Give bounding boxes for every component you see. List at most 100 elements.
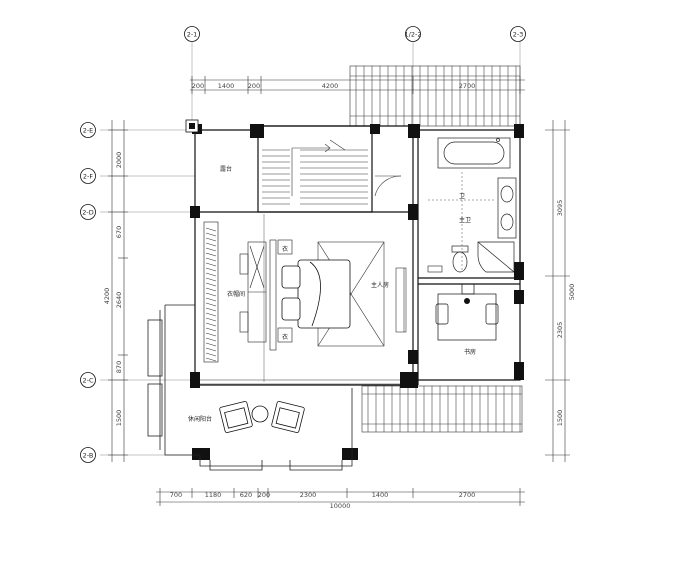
closet-hanger (205, 227, 217, 232)
dim-label: 200 (192, 82, 204, 90)
dim-label: 1500 (115, 410, 123, 427)
room-label-leisure-balcony: 休闲阳台 (188, 415, 212, 423)
bottom-dimension-labels: 700 1180 620 200 2300 1400 2700 10000 (170, 491, 475, 510)
left-axis-markers: 2-E 2-F 2-D 2-C 2-B (80, 122, 96, 463)
cabinet-label: 衣 (282, 245, 288, 253)
axis-bubble: 2-F (80, 168, 96, 184)
closet-hanger (205, 292, 217, 297)
bath-crosshair (428, 172, 496, 270)
axis-bubble: 2-D (80, 204, 96, 220)
dim-label: 870 (115, 361, 123, 373)
shower (477, 241, 515, 273)
dim-label: 2700 (459, 82, 476, 90)
closet-cabinets (239, 241, 267, 343)
closet-hanger (205, 282, 217, 287)
room-label-closet: 衣帽间 (227, 290, 245, 298)
closet-hanger (205, 332, 217, 337)
dim-label: 5000 (568, 284, 576, 301)
closet-hanger (205, 252, 217, 257)
axis-label: 1/2-2 (405, 31, 422, 39)
dim-label: 3095 (556, 200, 564, 217)
balcony-outline (147, 304, 353, 471)
axis-bubble: 1/2-2 (405, 26, 422, 42)
closet-hanger (205, 307, 217, 312)
axis-bubble: 2-C (80, 372, 96, 388)
dim-label: 2640 (115, 292, 123, 309)
room-label-terrace: 露台 (220, 165, 232, 173)
left-dimension-labels: 2000 670 4200 2640 870 1500 (103, 152, 123, 427)
balcony-chair (219, 401, 253, 433)
axis-bubble: 2-E (80, 122, 96, 138)
dim-label: 1400 (372, 491, 389, 499)
dim-label: 4200 (103, 288, 111, 305)
column-marker (185, 119, 199, 133)
room-label-bath-short: 卫 (459, 193, 465, 200)
dim-label: 2700 (459, 491, 476, 499)
vanity-sinks (497, 177, 517, 239)
closet-hanger (205, 277, 217, 282)
closet-wardrobe (203, 221, 219, 363)
closet-hanger (205, 357, 217, 362)
closet-hanger (205, 267, 217, 272)
dim-label: 670 (115, 226, 123, 238)
axis-label: 2-1 (187, 31, 198, 39)
closet-hanger (205, 287, 217, 292)
axis-label: 2-E (83, 127, 94, 135)
room-label-study: 书房 (464, 348, 476, 356)
room-label-master-bath: 主卫 (459, 216, 471, 224)
closet-hanger (205, 262, 217, 267)
dim-label: 2000 (115, 152, 123, 169)
axis-lines (100, 40, 521, 456)
axis-label: 2-C (82, 377, 93, 385)
stair-arrow (291, 139, 346, 196)
top-axis-markers: 2-1 1/2-2 2-3 (184, 26, 526, 42)
study-desk (435, 283, 499, 341)
closet-hanger (205, 312, 217, 317)
closet-hanger (205, 272, 217, 277)
closet-hangers (205, 227, 217, 362)
closet-hanger (205, 302, 217, 307)
closet-hanger (205, 242, 217, 247)
closet-hanger (205, 317, 217, 322)
closet-hanger (205, 257, 217, 262)
dim-label: 620 (240, 491, 252, 499)
pergola-top (349, 65, 521, 127)
axis-bubble: 2-B (80, 447, 96, 463)
closet-hanger (205, 347, 217, 352)
pergola-slats (355, 66, 517, 126)
axis-bubble: 2-1 (184, 26, 200, 42)
cabinet-label: 衣 (282, 333, 288, 341)
left-dimension-chain (108, 120, 128, 462)
right-dimension-chain (545, 120, 570, 462)
axis-label: 2-3 (513, 31, 524, 39)
top-dimension-labels: 200 1400 200 4200 2700 (192, 82, 475, 90)
closet-hanger (205, 237, 217, 242)
bathtub (437, 137, 511, 169)
dim-label: 2300 (300, 491, 317, 499)
closet-hanger (205, 232, 217, 237)
balcony-table (251, 405, 269, 423)
room-label-master-bedroom: 主人房 (371, 281, 389, 289)
closet-hanger (205, 322, 217, 327)
balcony-chair (271, 401, 305, 433)
dim-label: 200 (258, 491, 270, 499)
right-dimension-labels: 3095 5000 2305 1500 (556, 200, 576, 427)
axis-label: 2-F (83, 173, 93, 181)
closet-hanger (205, 327, 217, 332)
axis-label: 2-B (83, 452, 94, 460)
closet-hanger (205, 247, 217, 252)
axis-label: 2-D (82, 209, 94, 217)
toilet (451, 245, 469, 273)
dim-total-label: 10000 (330, 502, 351, 510)
closet-hanger (205, 342, 217, 347)
dim-label: 4200 (322, 82, 339, 90)
dim-label: 700 (170, 491, 182, 499)
bedroom-tv-wall (269, 239, 277, 351)
dim-label: 200 (248, 82, 260, 90)
closet-hanger (205, 297, 217, 302)
closet-hanger (205, 352, 217, 357)
dim-label: 2305 (556, 322, 564, 339)
double-bed (281, 259, 351, 329)
pergola-slats (367, 386, 521, 432)
